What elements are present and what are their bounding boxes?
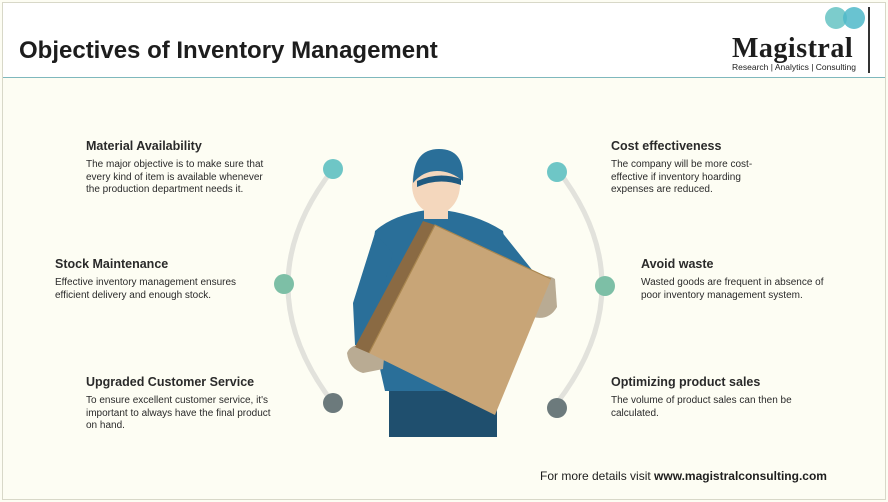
objective-material-availability: Material Availability The major objectiv…: [86, 139, 276, 197]
worker-cap-brim: [417, 175, 461, 187]
objective-heading: Cost effectiveness: [611, 139, 722, 153]
footer-prefix: For more details visit: [540, 469, 655, 483]
dot-customer-service: [323, 393, 343, 413]
objective-cost-effectiveness: Cost effectiveness The company will be m…: [611, 139, 781, 197]
footer-note: For more details visit www.magistralcons…: [540, 469, 827, 483]
carton-box-side: [355, 221, 435, 353]
objective-description: The major objective is to make sure that…: [86, 159, 264, 195]
objective-description: The volume of product sales can then be …: [611, 395, 792, 419]
objective-description: The company will be more cost-effective …: [611, 159, 753, 195]
logo-wordmark: Magistral: [732, 33, 854, 64]
carton-box-front: [369, 225, 551, 415]
page-title: Objectives of Inventory Management: [19, 37, 438, 64]
dot-stock-maintenance: [274, 274, 294, 294]
objective-heading: Avoid waste: [641, 257, 714, 271]
objective-product-sales: Optimizing product sales The volume of p…: [611, 375, 811, 420]
worker-illustration: [347, 149, 557, 437]
dot-cost-effectiveness: [547, 162, 567, 182]
logo-tagline: Research | Analytics | Consulting: [732, 62, 856, 72]
objective-description: To ensure excellent customer service, it…: [86, 395, 271, 431]
logo-circles-icon: [825, 7, 865, 29]
header-bar: Objectives of Inventory Management Magis…: [3, 3, 885, 78]
diagram-artwork: [274, 149, 615, 437]
objective-description: Effective inventory management ensures e…: [55, 277, 237, 301]
dot-product-sales: [547, 398, 567, 418]
objective-heading: Upgraded Customer Service: [86, 375, 255, 389]
objective-heading: Material Availability: [86, 139, 202, 153]
dot-avoid-waste: [595, 276, 615, 296]
objective-description: Wasted goods are frequent in absence of …: [641, 277, 824, 301]
objective-avoid-waste: Avoid waste Wasted goods are frequent in…: [641, 257, 846, 302]
worker-left-arm: [353, 233, 393, 345]
objective-customer-service: Upgraded Customer Service To ensure exce…: [86, 375, 276, 433]
carton-box-edge: [368, 224, 552, 354]
left-arc: [285, 167, 335, 405]
footer-website-link[interactable]: www.magistralconsulting.com: [654, 469, 827, 483]
worker-cap: [413, 149, 464, 183]
objective-heading: Optimizing product sales: [611, 375, 761, 389]
objective-heading: Stock Maintenance: [55, 257, 169, 271]
logo-divider: [868, 7, 870, 73]
dot-material-availability: [323, 159, 343, 179]
objective-stock-maintenance: Stock Maintenance Effective inventory ma…: [55, 257, 255, 302]
